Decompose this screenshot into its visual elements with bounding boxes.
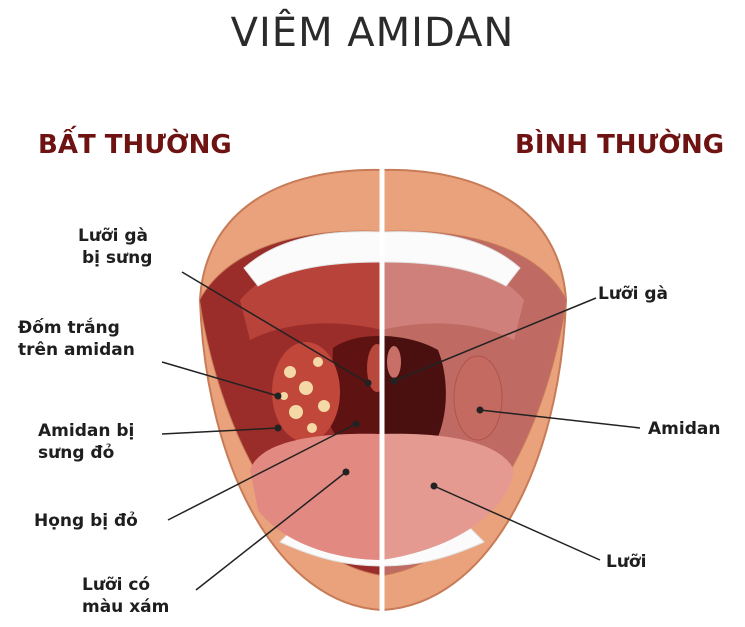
label-white-spots: Đốm trắng trên amidan (18, 317, 135, 361)
label-red-throat: Họng bị đỏ (34, 510, 138, 532)
label-swollen-uvula: Lưỡi gà bị sưng (78, 225, 152, 269)
normal-tonsil (454, 356, 502, 440)
label-gray-tongue-line1: Lưỡi có (82, 574, 169, 596)
label-swollen-uvula-line2: bị sưng (78, 247, 152, 269)
label-gray-tongue-line2: màu xám (82, 596, 169, 618)
label-swollen-uvula-line1: Lưỡi gà (78, 225, 152, 247)
normal-uvula (387, 346, 401, 378)
label-white-spots-line1: Đốm trắng (18, 317, 135, 339)
label-swollen-tonsil-line2: sưng đỏ (38, 442, 134, 464)
label-gray-tongue: Lưỡi có màu xám (82, 574, 169, 618)
label-swollen-tonsil-line1: Amidan bị (38, 420, 134, 442)
label-uvula: Lưỡi gà (598, 283, 668, 305)
label-tongue: Lưỡi (606, 551, 646, 573)
label-tonsil: Amidan (648, 418, 720, 440)
label-white-spots-line2: trên amidan (18, 339, 135, 361)
label-swollen-tonsil: Amidan bị sưng đỏ (38, 420, 134, 464)
